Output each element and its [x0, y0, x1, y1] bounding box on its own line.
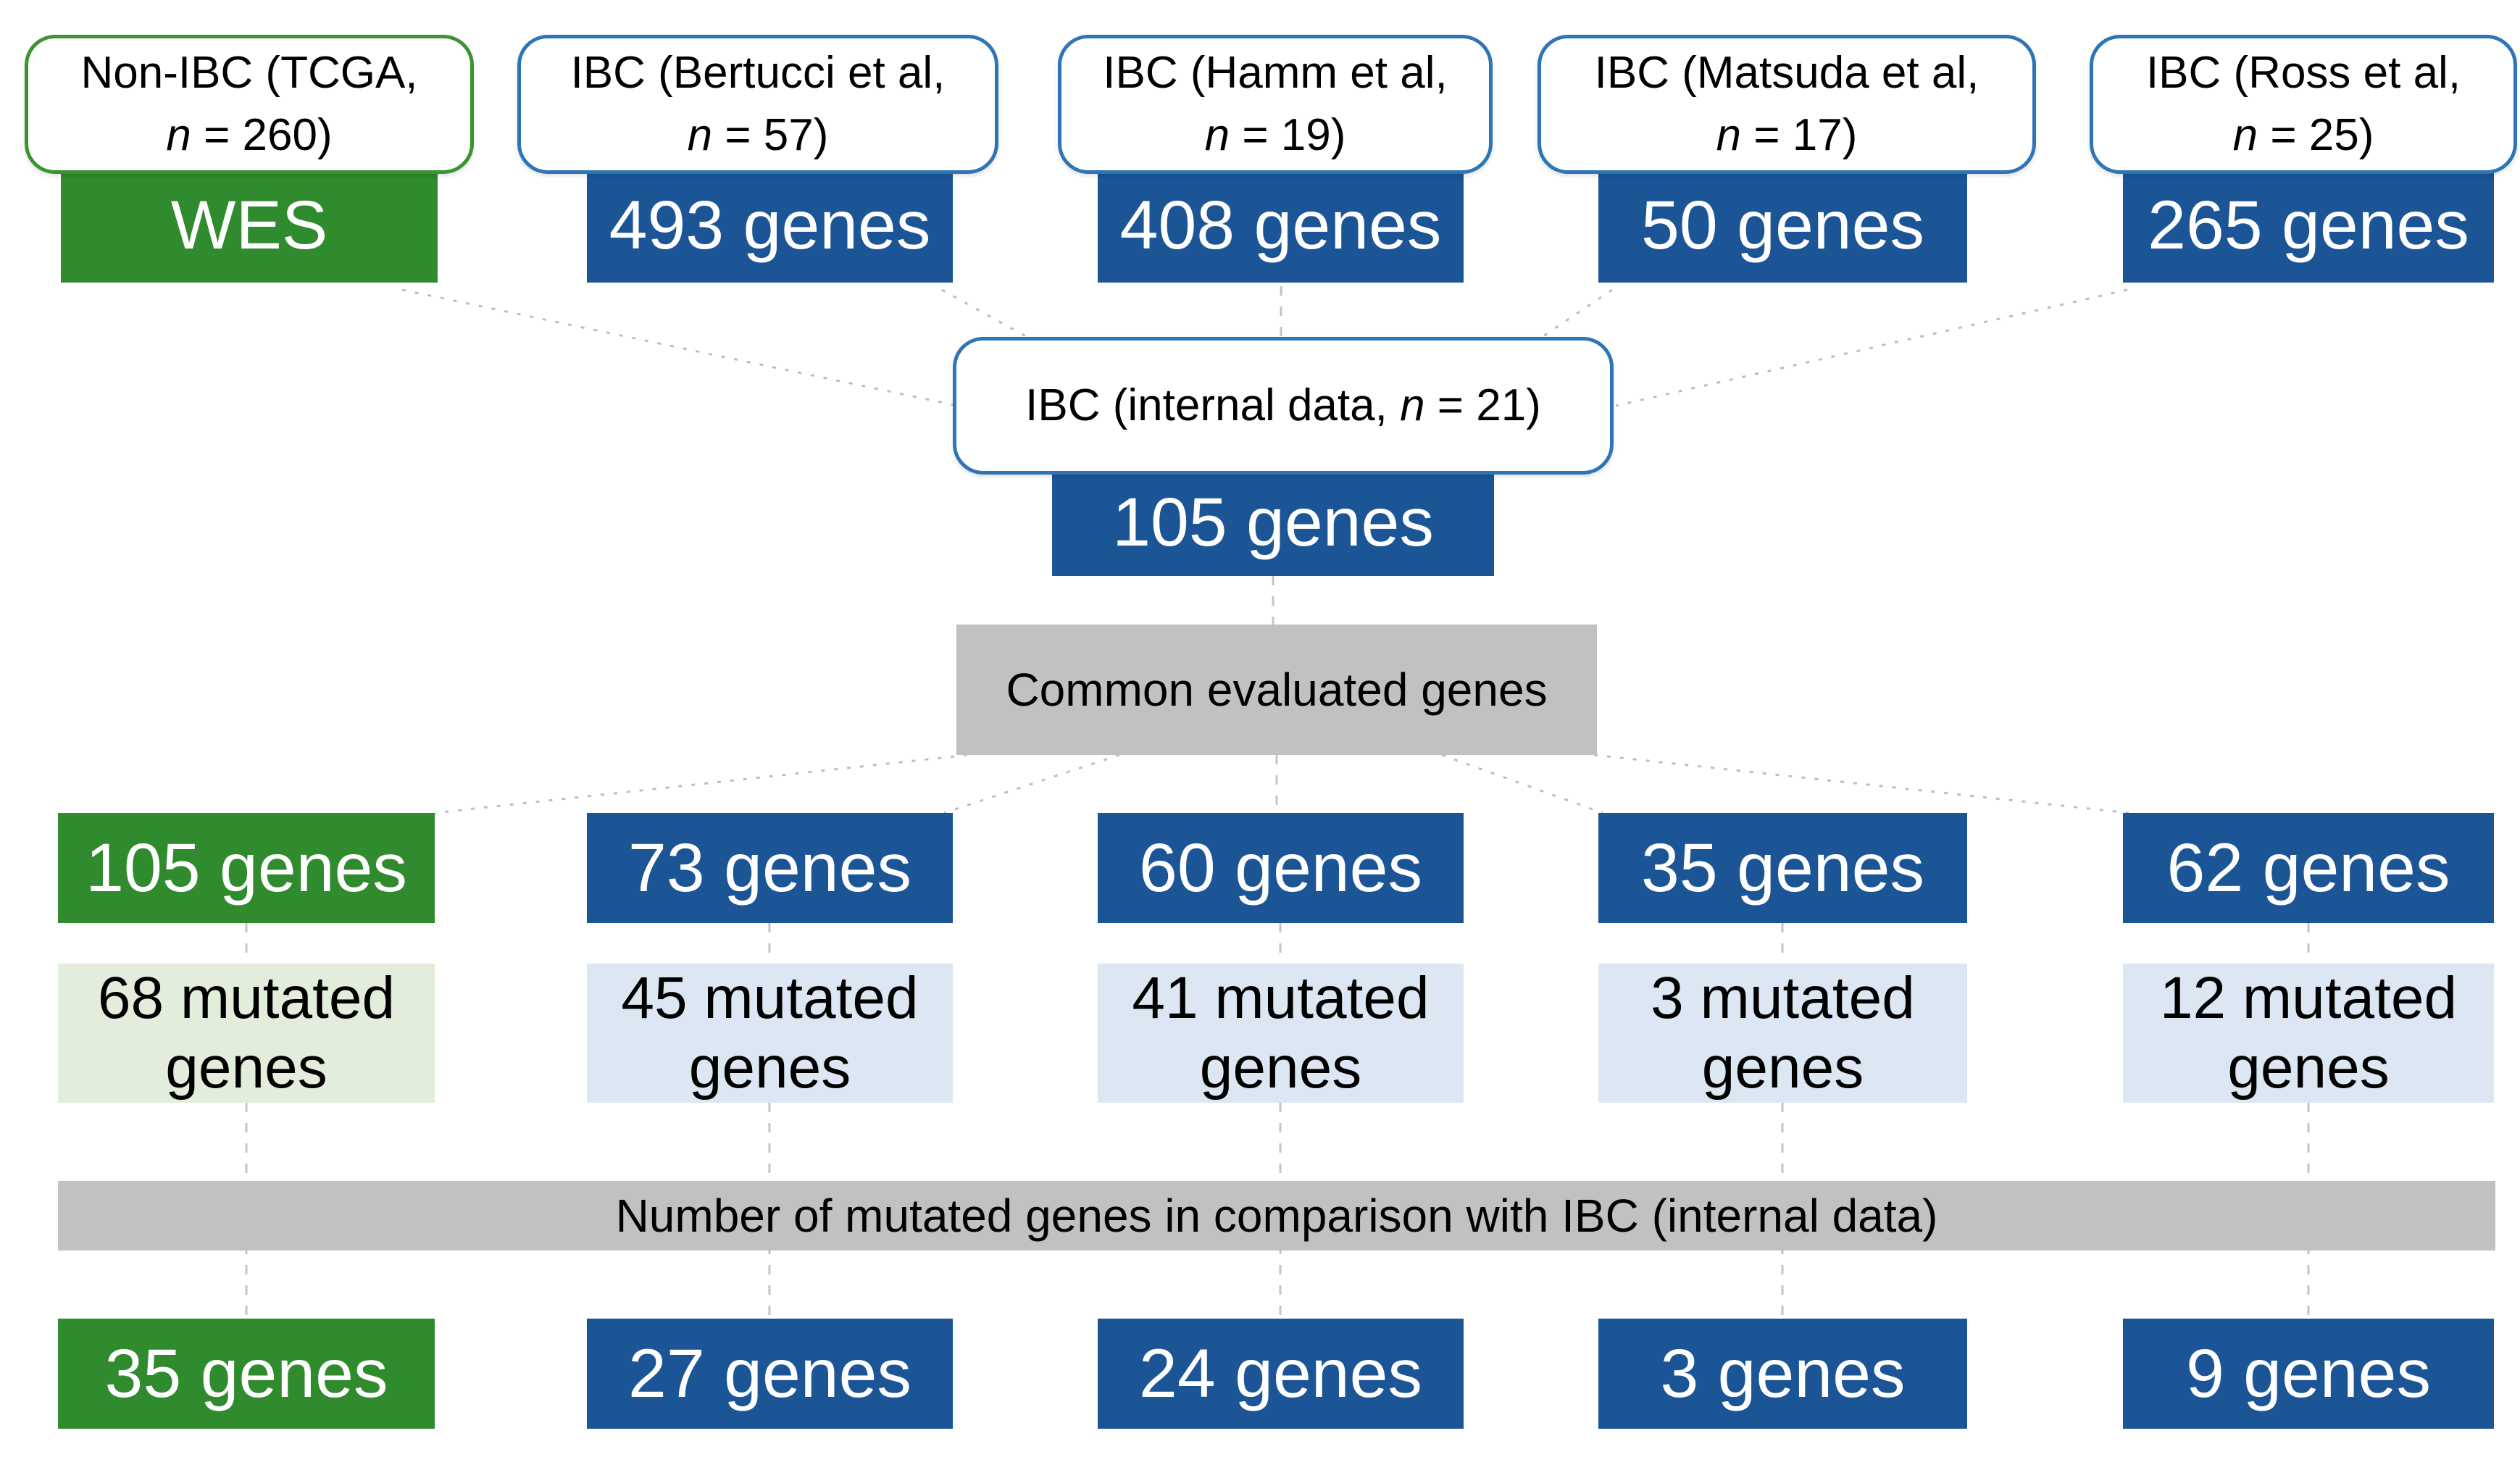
source-box-hamm: IBC (Hamm et al, n = 19)	[1058, 35, 1493, 174]
evaluated-box-bertucci: 73 genes	[587, 813, 953, 923]
source-box-ross-name: IBC (Ross et al,	[2145, 48, 2461, 98]
comparison-box-tcga: 35 genes	[58, 1319, 435, 1429]
source-box-tcga-n: n = 260)	[166, 110, 333, 160]
comparison-box-hamm: 24 genes	[1098, 1319, 1464, 1429]
mutated-box-matsuda: 3 mutated genes	[1598, 964, 1967, 1103]
evaluated-box-matsuda: 35 genes	[1598, 813, 1967, 923]
source-box-ross-n: n = 25)	[2232, 110, 2374, 160]
source-box-hamm-n: n = 19)	[1204, 110, 1346, 160]
source-box-bertucci: IBC (Bertucci et al, n = 57)	[517, 35, 998, 174]
comparison-box-ross: 9 genes	[2123, 1319, 2494, 1429]
evaluated-box-hamm: 60 genes	[1098, 813, 1464, 923]
source-box-matsuda: IBC (Matsuda et al, n = 17)	[1538, 35, 2036, 174]
panel-box-tcga: WES	[61, 168, 438, 283]
panel-box-ross: 265 genes	[2123, 168, 2494, 283]
source-box-ross: IBC (Ross et al, n = 25)	[2090, 35, 2517, 174]
panel-box-bertucci: 493 genes	[587, 168, 953, 283]
mutated-box-bertucci: 45 mutated genes	[587, 964, 953, 1103]
source-box-matsuda-n: n = 17)	[1716, 110, 1858, 160]
panel-box-internal: 105 genes	[1052, 469, 1494, 576]
comparison-band: Number of mutated genes in comparison wi…	[58, 1181, 2495, 1251]
common-evaluated-genes-band: Common evaluated genes	[956, 625, 1597, 755]
mutated-box-hamm: 41 mutated genes	[1098, 964, 1464, 1103]
source-box-bertucci-name: IBC (Bertucci et al,	[570, 48, 946, 98]
source-box-matsuda-name: IBC (Matsuda et al,	[1594, 48, 1979, 98]
source-box-internal-label: IBC (internal data, n = 21)	[1025, 380, 1541, 430]
panel-box-matsuda: 50 genes	[1598, 168, 1967, 283]
evaluated-box-ross: 62 genes	[2123, 813, 2494, 923]
mutated-box-tcga: 68 mutated genes	[58, 964, 435, 1103]
source-box-tcga: Non-IBC (TCGA, n = 260)	[25, 35, 474, 174]
source-box-tcga-name: Non-IBC (TCGA,	[80, 48, 418, 98]
comparison-box-matsuda: 3 genes	[1598, 1319, 1967, 1429]
source-box-hamm-name: IBC (Hamm et al,	[1103, 48, 1448, 98]
mutated-box-ross: 12 mutated genes	[2123, 964, 2494, 1103]
source-box-bertucci-n: n = 57)	[687, 110, 829, 160]
panel-box-hamm: 408 genes	[1098, 168, 1464, 283]
comparison-box-bertucci: 27 genes	[587, 1319, 953, 1429]
source-box-internal: IBC (internal data, n = 21)	[953, 337, 1614, 475]
evaluated-box-tcga: 105 genes	[58, 813, 435, 923]
